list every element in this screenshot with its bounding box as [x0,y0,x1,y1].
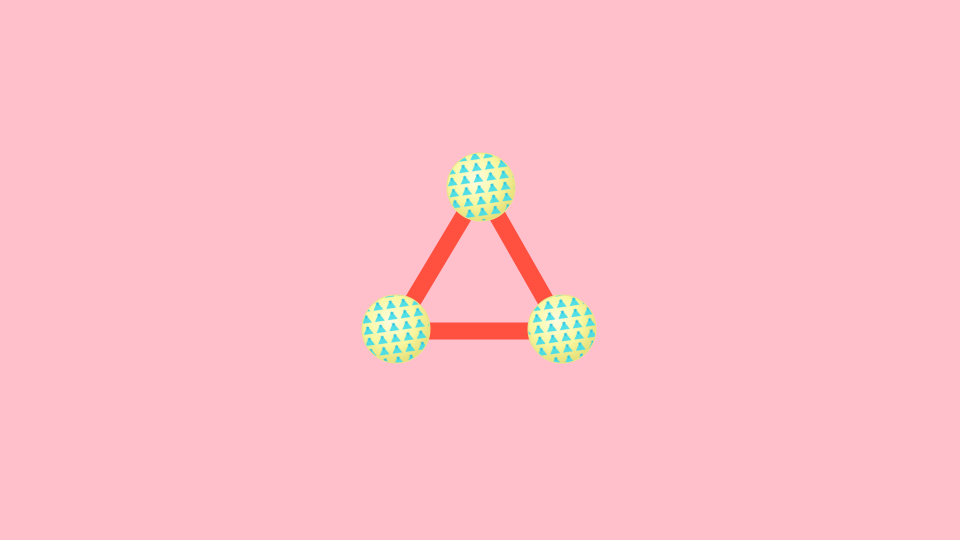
node-right [527,294,597,364]
node-top [446,152,516,222]
node-left [361,294,431,364]
